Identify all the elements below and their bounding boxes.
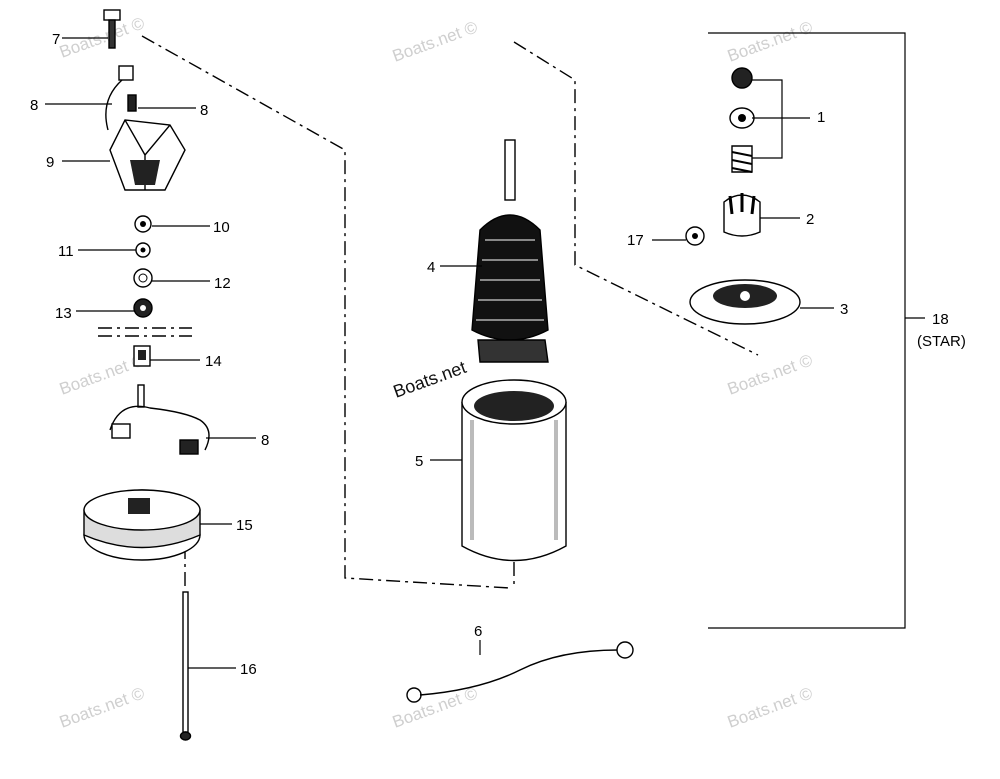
part-13-nut — [133, 298, 153, 318]
callout-2: 2 — [806, 211, 814, 228]
watermark: Boats.net © — [390, 17, 481, 65]
part-8-brush-lower — [109, 384, 210, 455]
part-14-insulator — [133, 345, 151, 367]
callout-12: 12 — [214, 275, 231, 292]
callout-8: 8 — [30, 97, 38, 114]
part-16-through-bolt — [179, 591, 192, 741]
part-5-frame — [461, 379, 567, 562]
callout-14: 14 — [205, 353, 222, 370]
watermark: Boats.net © — [57, 683, 148, 731]
callout-16: 16 — [240, 661, 257, 678]
callout-10: 10 — [213, 219, 230, 236]
part-6-cable — [406, 641, 634, 703]
callout-13: 13 — [55, 305, 72, 322]
separator-dashes — [98, 327, 192, 337]
callout-18: 18 — [932, 311, 949, 328]
callout-18-note: (STAR) — [917, 333, 966, 350]
bracket-18 — [708, 32, 906, 629]
part-12-washer — [133, 268, 153, 288]
watermark: Boats.net © — [725, 350, 816, 398]
part-10-nut — [134, 215, 152, 233]
part-2-drive-gear — [723, 193, 761, 237]
watermark: Boats.net © — [390, 683, 481, 731]
callout-7: 7 — [52, 31, 60, 48]
callout-5: 5 — [415, 453, 423, 470]
watermark-center: Boats.net — [391, 357, 469, 402]
watermark: Boats.net © — [725, 17, 816, 65]
part-15-end-cap — [83, 489, 201, 561]
callout-17: 17 — [627, 232, 644, 249]
part-4-armature — [471, 139, 549, 363]
assembly-line-left — [141, 35, 511, 589]
callout-9: 9 — [46, 154, 54, 171]
part-7-bolt — [103, 9, 121, 49]
callouts: 7 8 8 9 10 11 12 13 14 8 15 16 4 5 6 1 2… — [30, 31, 966, 678]
callout-3: 3 — [840, 301, 848, 318]
callout-1: 1 — [817, 109, 825, 126]
callout-11: 11 — [58, 243, 74, 260]
part-3-end-plate — [689, 279, 801, 325]
callout-8: 8 — [261, 432, 269, 449]
leader-lines — [45, 37, 834, 669]
part-1-pinion-hardware — [729, 67, 755, 173]
watermarks: Boats.net © Boats.net © Boats.net © Boat… — [57, 13, 816, 731]
part-11-washer — [135, 242, 151, 258]
assembly-line-right — [513, 41, 759, 356]
part-17-nut — [685, 226, 705, 246]
watermark: Boats.net © — [725, 683, 816, 731]
callout-8: 8 — [200, 102, 208, 119]
callout-4: 4 — [427, 259, 435, 276]
callout-15: 15 — [236, 517, 253, 534]
callout-6: 6 — [474, 623, 482, 640]
part-8-brush-top — [105, 65, 137, 131]
part-9-brush-holder — [109, 119, 186, 191]
